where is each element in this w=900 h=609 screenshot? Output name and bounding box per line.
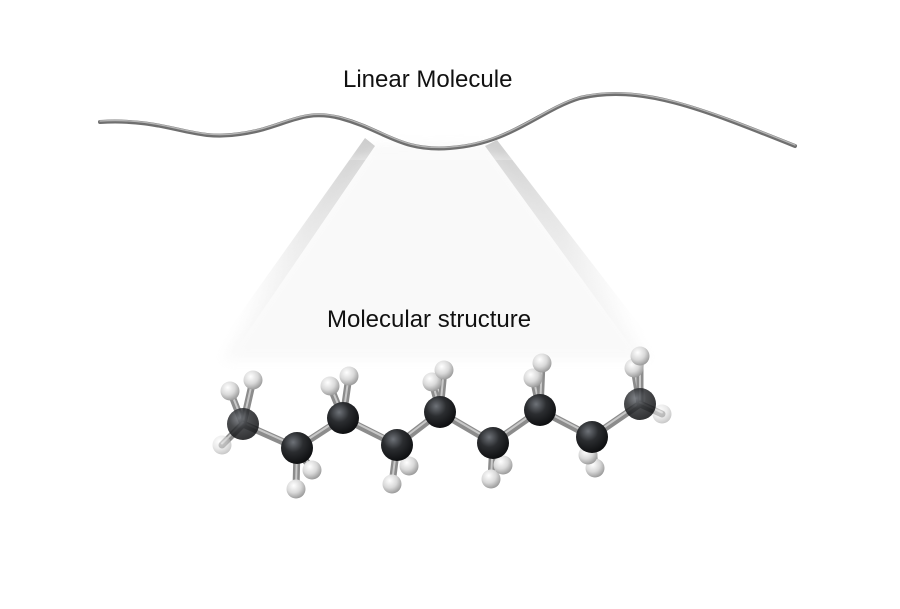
molecular-structure-label: Molecular structure xyxy=(327,306,532,333)
atoms-front-layer xyxy=(227,388,656,464)
carbon-atom xyxy=(424,396,456,428)
hydrogen-atom xyxy=(320,376,340,396)
carbon-atom xyxy=(327,402,359,434)
hydrogen-atom xyxy=(422,372,442,392)
molecular-structure xyxy=(212,346,672,499)
carbon-atom xyxy=(624,388,656,420)
hydrogen-atom xyxy=(532,353,552,373)
hydrogen-atom xyxy=(493,455,513,475)
hydrogen-atom xyxy=(434,360,454,380)
carbon-atom xyxy=(477,427,509,459)
hydrogen-atom xyxy=(630,346,650,366)
hydrogen-atom xyxy=(523,368,543,388)
hydrogen-atom xyxy=(399,456,419,476)
hydrogen-atom xyxy=(382,474,402,494)
hydrogen-atom xyxy=(243,370,263,390)
hydrogen-atom xyxy=(286,479,306,499)
hydrogen-atom xyxy=(212,435,232,455)
hydrogen-atom xyxy=(481,469,501,489)
hydrogen-atom xyxy=(302,460,322,480)
carbon-atom xyxy=(381,429,413,461)
atoms-back-layer xyxy=(212,346,672,499)
linear-molecule-strand xyxy=(90,91,810,160)
linear-molecule-label: Linear Molecule xyxy=(343,66,513,93)
hydrogen-atom xyxy=(652,404,672,424)
hydrogen-atom xyxy=(339,366,359,386)
carbon-atom xyxy=(227,408,259,440)
zoom-cone xyxy=(218,138,655,370)
carbon-atom xyxy=(524,394,556,426)
hydrogen-atom xyxy=(220,381,240,401)
zoom-cone-fill xyxy=(222,144,650,360)
carbon-atom xyxy=(576,421,608,453)
carbon-atom xyxy=(281,432,313,464)
